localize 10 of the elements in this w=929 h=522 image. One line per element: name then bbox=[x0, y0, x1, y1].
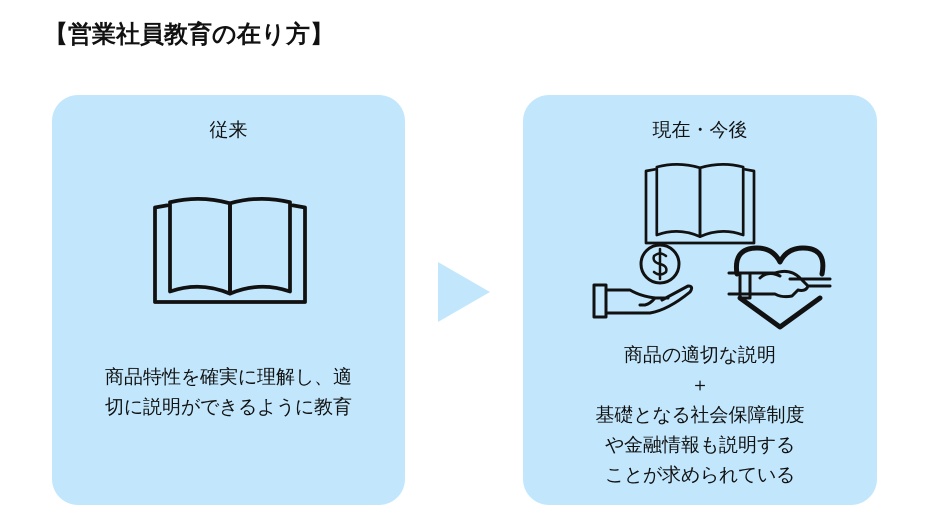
box-heading: 従来 bbox=[208, 118, 248, 143]
body-text: 商品特性を確実に理解し、適切に説明ができるように教育 bbox=[104, 365, 353, 420]
rounded-panel bbox=[523, 95, 877, 505]
body-text: 商品の適切な説明 bbox=[623, 343, 777, 368]
box-heading: 現在・今後 bbox=[652, 118, 748, 143]
body-text: 基礎となる社会保障制度や金融情報も説明することが求められている bbox=[594, 403, 806, 488]
rounded-panel bbox=[52, 95, 405, 505]
title: 【営業社員教育の在り方】 bbox=[44, 19, 334, 50]
arrow bbox=[438, 262, 490, 322]
plus-sign: ＋ bbox=[690, 373, 710, 398]
